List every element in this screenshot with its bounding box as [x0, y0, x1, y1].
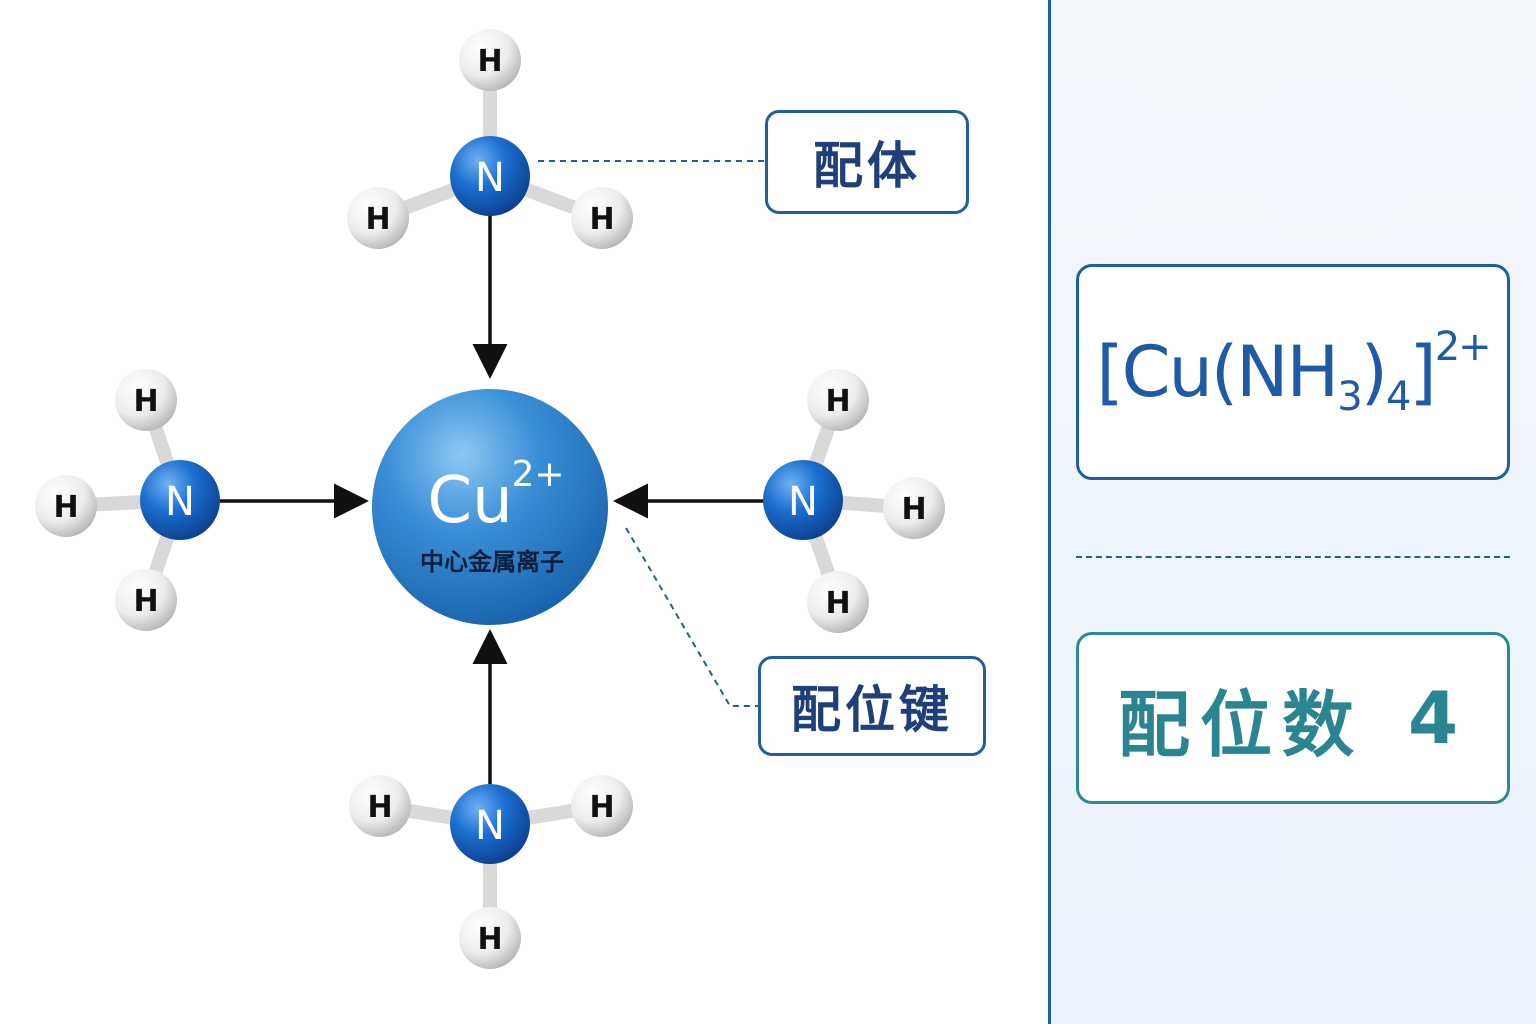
ligand-bottom: N [450, 784, 530, 864]
nitrogen-atom [450, 784, 530, 864]
nitrogen-atom [140, 460, 220, 540]
bond-leader-line [625, 527, 758, 707]
svg-text:H: H [367, 790, 392, 825]
hydrogen-atom: H [115, 569, 177, 631]
central-ion-label: 中心金属离子 [420, 548, 564, 576]
hydrogen-atom: H [115, 369, 177, 431]
nitrogen-symbol: N [475, 803, 505, 849]
hydrogen-atom: H [571, 775, 633, 837]
coordination-number-value: 4 [1407, 676, 1469, 760]
hydrogen-atom: H [883, 477, 945, 539]
nitrogen-symbol: N [788, 479, 818, 525]
hydrogen-atom: H [459, 29, 521, 91]
svg-text:H: H [901, 492, 926, 527]
nitrogen-symbol: N [165, 479, 195, 525]
ligand-label: 配体 [813, 137, 921, 195]
nitrogen-atom [450, 136, 530, 216]
formula-box: [Cu(NH3)4]2+ [1076, 264, 1510, 480]
ligand-label-box: 配体 [765, 110, 969, 214]
svg-text:H: H [825, 586, 850, 621]
formula-text: [Cu(NH3)4]2+ [1096, 324, 1491, 420]
hydrogen-atoms: H H H H H H H H H H H H [35, 29, 945, 969]
svg-text:H: H [133, 584, 158, 619]
copper-charge: 2+ [511, 454, 564, 495]
copper-symbol: Cu [427, 464, 512, 538]
ligand-top: N [450, 136, 530, 216]
coordinate-bond-label: 配位键 [791, 681, 953, 739]
hydrogen-atom: H [347, 187, 409, 249]
svg-text:H: H [477, 44, 502, 79]
hydrogen-atom: H [571, 187, 633, 249]
svg-text:H: H [477, 922, 502, 957]
nitrogen-atom [763, 460, 843, 540]
coordinate-bond-label-box: 配位键 [758, 656, 986, 756]
svg-text:H: H [133, 384, 158, 419]
panel-divider [1076, 556, 1510, 558]
coordination-number-label: 配位数 [1117, 682, 1364, 767]
info-panel [1048, 0, 1536, 1024]
hydrogen-atom: H [807, 369, 869, 431]
ligand-right: N [763, 460, 843, 540]
coordination-number-box: 配位数 4 [1076, 632, 1510, 804]
nitrogen-symbol: N [475, 155, 505, 201]
hydrogen-atom: H [35, 475, 97, 537]
svg-text:H: H [589, 790, 614, 825]
svg-text:H: H [825, 384, 850, 419]
copper-ion-sphere [372, 389, 608, 625]
svg-text:H: H [589, 202, 614, 237]
svg-text:H: H [365, 202, 390, 237]
hydrogen-atom: H [349, 775, 411, 837]
hydrogen-atom: H [459, 907, 521, 969]
svg-text:H: H [53, 490, 78, 525]
ligand-left: N [140, 460, 220, 540]
hydrogen-atom: H [807, 571, 869, 633]
